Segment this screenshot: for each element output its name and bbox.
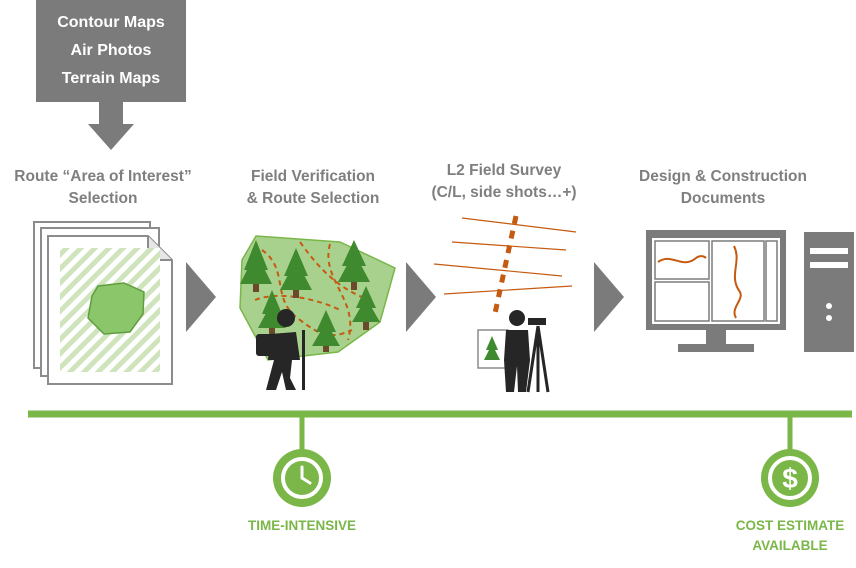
step-label-field-verification: Field Verification & Route Selection <box>246 168 380 207</box>
milestone-label-time-intensive: TIME-INTENSIVE <box>247 518 356 533</box>
input-sources-box: Contour Maps Air Photos Terrain Maps <box>36 0 186 102</box>
input-source-air-photos: Air Photos <box>70 42 152 59</box>
computer-tower-icon <box>804 232 854 352</box>
dollar-icon: $ <box>761 449 819 507</box>
documents-icon <box>33 221 173 385</box>
computer-icon <box>646 230 854 352</box>
dollar-symbol: $ <box>782 463 798 494</box>
input-source-terrain-maps: Terrain Maps <box>61 70 161 87</box>
field-survey-icon <box>433 215 577 393</box>
step-arrow-2-icon <box>406 262 436 332</box>
step-label-field-survey: L2 Field Survey (C/L, side shots…+) <box>431 162 577 201</box>
survey-plan-icon <box>477 329 509 369</box>
milestone-label-cost-estimate: COST ESTIMATE AVAILABLE <box>735 518 845 553</box>
hiker-icon <box>256 309 305 390</box>
input-source-contour-maps: Contour Maps <box>57 14 165 31</box>
tree-icon <box>240 240 380 352</box>
step-label-area-of-interest: Route “Area of Interest” Selection <box>14 168 192 207</box>
step-arrow-1-icon <box>186 262 216 332</box>
clock-icon <box>273 449 331 507</box>
surveyor-icon <box>504 310 550 393</box>
down-arrow-icon <box>88 102 134 150</box>
forest-map-icon <box>239 235 396 390</box>
step-arrow-3-icon <box>594 262 624 332</box>
step-label-design-construction: Design & Construction Documents <box>639 168 807 207</box>
area-of-interest-shape <box>87 282 145 335</box>
